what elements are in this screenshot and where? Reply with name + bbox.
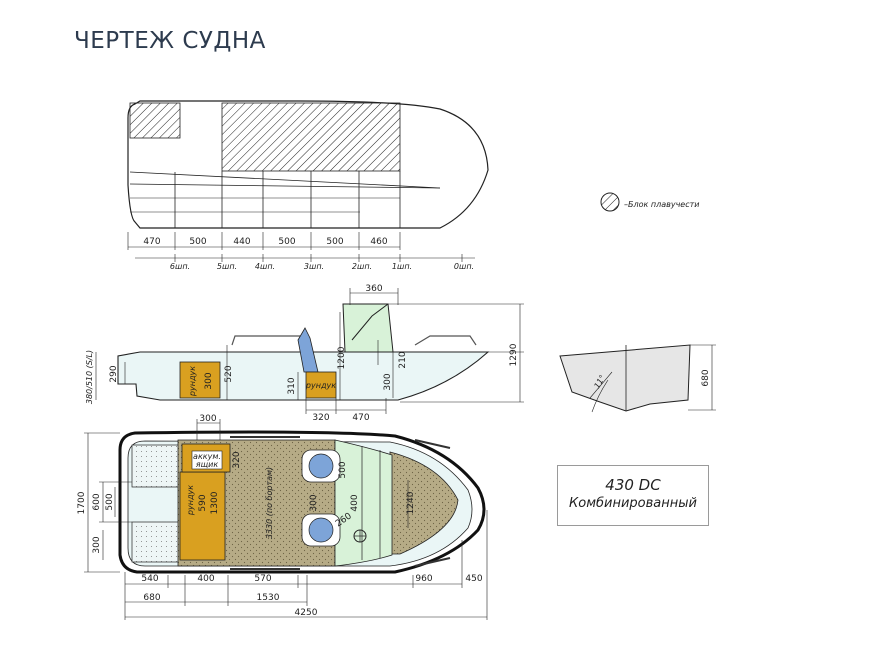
side-dim-360: 360 <box>365 284 382 294</box>
buoyancy-legend-label: –Блок плавучести <box>624 200 699 209</box>
plan-dim-590: 590 <box>198 494 208 511</box>
side-dim-470: 470 <box>352 413 369 423</box>
plan-dim-500c: 500 <box>338 461 348 478</box>
plan-dim-w400: 400 <box>197 574 214 584</box>
plan-dim-680: 680 <box>143 593 160 603</box>
side-locker-mid <box>305 371 337 399</box>
page-title: ЧЕРТЕЖ СУДНА <box>74 28 266 54</box>
side-dim-transom: 380/510 (S/L) <box>85 350 94 404</box>
side-dim-300b: 300 <box>383 373 393 390</box>
top-dim-460: 460 <box>370 237 387 247</box>
model-name: 430 DC <box>605 476 661 494</box>
side-view: рундук рундук 300 360 1290 1200 <box>85 284 524 423</box>
top-view: 470 500 440 500 500 460 6шп. 5шп. 4шп. 3… <box>127 100 489 271</box>
plan-dim-300c: 300 <box>309 494 319 511</box>
plan-dim-960: 960 <box>415 574 432 584</box>
plan-aft-platform-top <box>131 444 181 488</box>
side-seat <box>297 327 319 373</box>
plan-locker-label: рундук <box>186 485 195 516</box>
top-dim-500a: 500 <box>189 237 206 247</box>
model-type: Комбинированный <box>569 496 697 511</box>
plan-dim-w300: 300 <box>199 414 216 424</box>
plan-seat-bottom <box>301 513 341 547</box>
side-dim-320: 320 <box>312 413 329 423</box>
side-dim-300a: 300 <box>204 372 214 389</box>
buoyancy-legend-swatch <box>600 192 620 212</box>
plan-dim-4250: 4250 <box>295 608 318 618</box>
plan-windshield <box>334 439 393 567</box>
top-dim-440: 440 <box>233 237 250 247</box>
plan-locker <box>179 471 226 561</box>
plan-bow-deck <box>389 451 459 555</box>
plan-dim-600: 600 <box>92 493 102 510</box>
plan-dim-300: 300 <box>92 536 102 553</box>
plan-battery-label-1: аккум. <box>193 452 221 461</box>
side-dim-290: 290 <box>109 365 119 382</box>
model-label-box: 430 DC Комбинированный <box>557 465 709 526</box>
plan-dim-1700: 1700 <box>77 491 87 514</box>
plan-aft-platform-bottom <box>131 521 181 563</box>
section-view: 11° 680 <box>559 344 716 413</box>
plan-dim-450: 450 <box>465 574 482 584</box>
plan-dim-540: 540 <box>141 574 158 584</box>
section-hull <box>559 344 691 412</box>
side-dim-1290: 1290 <box>509 343 519 366</box>
top-dim-470: 470 <box>143 237 160 247</box>
side-dim-520: 520 <box>224 365 234 382</box>
frame-0: 0шп. <box>454 262 474 271</box>
side-locker-label-aft: рундук <box>188 366 197 397</box>
plan-seat-top <box>301 449 341 483</box>
frame-3: 3шп. <box>304 262 324 271</box>
side-windshield <box>342 303 394 353</box>
buoyancy-legend: –Блок плавучести <box>600 192 699 212</box>
frame-1: 1шп. <box>392 262 412 271</box>
side-locker-aft <box>179 361 221 399</box>
plan-dim-1240: 1240 <box>406 491 416 514</box>
side-locker-label: рундук <box>305 381 336 390</box>
top-dim-500c: 500 <box>326 237 343 247</box>
frame-4: 4шп. <box>255 262 275 271</box>
plan-dim-1530: 1530 <box>257 593 280 603</box>
buoyancy-block-aft <box>129 102 181 139</box>
plan-dim-500: 500 <box>105 493 115 510</box>
plan-steering-wheel <box>353 529 367 543</box>
side-dim-210: 210 <box>398 351 408 368</box>
frame-5: 5шп. <box>217 262 237 271</box>
side-dim-1200: 1200 <box>337 346 347 369</box>
plan-dim-570: 570 <box>254 574 271 584</box>
section-dim-680: 680 <box>701 369 711 386</box>
top-dim-500b: 500 <box>278 237 295 247</box>
side-dim-310: 310 <box>287 377 297 394</box>
plan-dim-1300: 1300 <box>210 491 220 514</box>
plan-dim-320: 320 <box>232 451 242 468</box>
plan-view: аккум. ящик рундук 320 590 1300 3330 (по <box>77 414 488 620</box>
frame-6: 6шп. <box>170 262 190 271</box>
buoyancy-block-mid <box>221 102 401 172</box>
plan-battery-label-2: ящик <box>196 460 219 469</box>
frame-2: 2шп. <box>352 262 372 271</box>
plan-dim-3330: 3330 (по бортам) <box>265 467 274 539</box>
plan-dim-400: 400 <box>350 494 360 511</box>
